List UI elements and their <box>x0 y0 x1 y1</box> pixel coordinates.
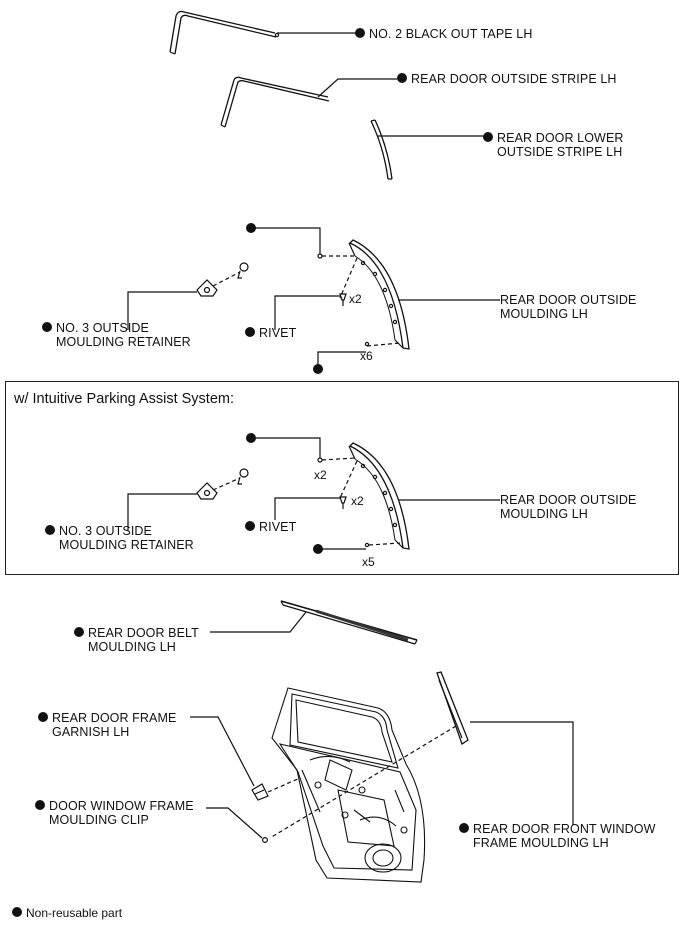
label-belt-moulding: REAR DOOR BELT MOULDING LH <box>74 626 199 654</box>
non-reusable-marker-clip-bottom-1 <box>313 364 323 374</box>
label-frame-garnish: REAR DOOR FRAME GARNISH LH <box>37 711 177 739</box>
qty-rivet-1: x2 <box>349 292 362 306</box>
retainer-part-2 <box>196 482 218 500</box>
rivet-part-2 <box>339 496 347 509</box>
label-retainer-1: NO. 3 OUTSIDE MOULDING RETAINER <box>42 321 191 349</box>
leader-frame-garnish <box>190 716 255 787</box>
leader-clip-top-2 <box>251 437 321 458</box>
label-rivet-1: RIVET <box>244 326 297 340</box>
leader-retainer-2 <box>127 493 197 530</box>
rear-door-panel <box>271 687 426 883</box>
leader-frame-clip <box>206 807 263 839</box>
leader-clip-top-1 <box>251 227 321 254</box>
qty-clip-top-2: x2 <box>314 468 327 482</box>
non-reusable-marker-clip-bottom-2 <box>313 544 323 554</box>
window-frame-clip-part <box>262 836 269 843</box>
leader-rivet-1 <box>274 295 340 330</box>
belt-moulding-part <box>280 600 418 645</box>
label-outside-moulding-2: REAR DOOR OUTSIDE MOULDING LH <box>500 493 637 521</box>
non-reusable-marker-clip-top-1 <box>246 223 256 233</box>
label-frame-clip: DOOR WINDOW FRAME MOULDING CLIP <box>35 799 194 827</box>
outside-moulding-part-1 <box>348 239 410 350</box>
label-black-out-tape: NO. 2 BLACK OUT TAPE LH <box>354 27 533 41</box>
bolt-part-1 <box>237 262 249 279</box>
bolt-part-2 <box>237 468 249 485</box>
leader-front-window <box>470 721 574 825</box>
lower-outside-stripe-part <box>370 119 393 180</box>
leader-rivet-2 <box>274 497 340 520</box>
legend-marker <box>12 907 22 917</box>
outside-moulding-part-2 <box>348 442 410 550</box>
label-outside-moulding-1: REAR DOOR OUTSIDE MOULDING LH <box>500 293 637 321</box>
leader-outside-stripe <box>317 78 397 98</box>
rivet-part-1 <box>339 293 347 306</box>
label-front-window-frame-moulding: REAR DOOR FRONT WINDOW FRAME MOULDING LH <box>459 822 656 850</box>
qty-clip-1: x6 <box>360 349 373 363</box>
label-rivet-2: RIVET <box>244 520 297 534</box>
label-retainer-2: NO. 3 OUTSIDE MOULDING RETAINER <box>45 524 194 552</box>
leader-clip-bottom-1 <box>317 351 366 368</box>
leader-retainer-1 <box>127 291 197 330</box>
label-outside-stripe: REAR DOOR OUTSIDE STRIPE LH <box>397 72 617 86</box>
black-out-tape-part <box>169 10 280 55</box>
parking-assist-variant-box <box>5 381 679 575</box>
retainer-part-1 <box>196 279 218 297</box>
label-lower-outside-stripe: REAR DOOR LOWER OUTSIDE STRIPE LH <box>483 131 624 159</box>
legend-non-reusable: Non-reusable part <box>26 906 123 920</box>
non-reusable-marker-clip-top-2 <box>246 433 256 443</box>
frame-garnish-part <box>251 783 269 801</box>
clip-top-1 <box>317 253 323 259</box>
variant-box-title: w/ Intuitive Parking Assist System: <box>14 391 234 407</box>
leader-belt-moulding <box>210 611 307 633</box>
qty-rivet-2: x2 <box>351 494 364 508</box>
front-window-frame-moulding-part <box>436 671 469 746</box>
qty-clip-2: x5 <box>362 555 375 569</box>
outside-stripe-part <box>220 76 330 128</box>
